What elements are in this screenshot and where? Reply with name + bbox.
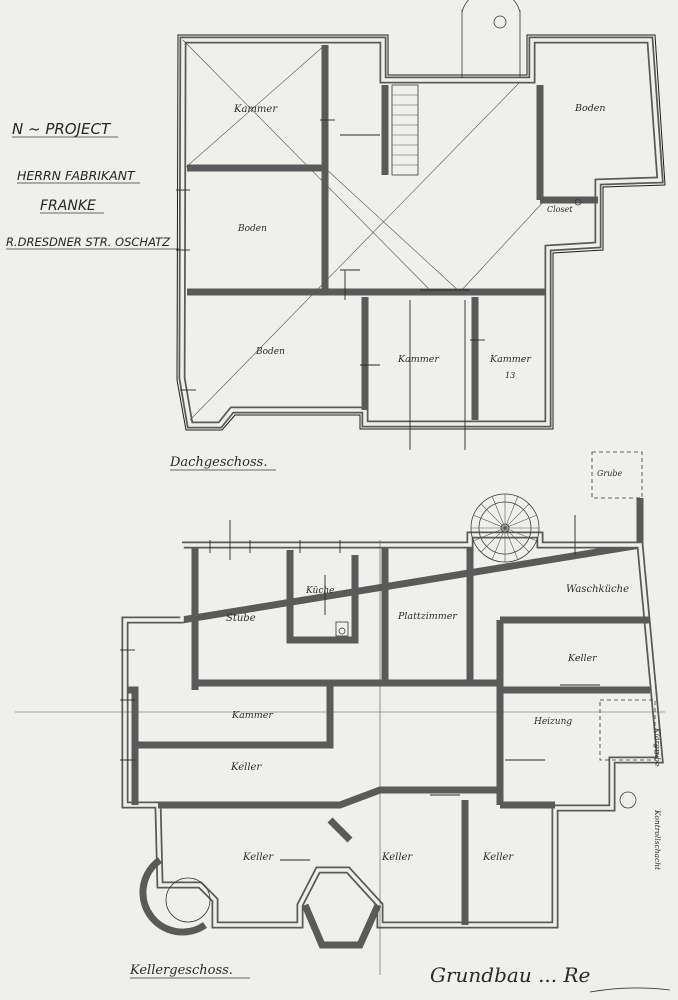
cellar-room-kuche: Küche <box>305 586 335 596</box>
title-client: HERRN FABRIKANT <box>17 168 136 183</box>
title-name: FRANKE <box>40 198 96 214</box>
cellar-room-grube: Grube <box>597 469 622 478</box>
attic-plan: Kammer Boden Boden Kammer Kammer 13 Bode… <box>169 0 666 471</box>
cellar-room-plattzimmer: Plattzimmer <box>397 611 458 622</box>
cellar-room-kontrollschacht: Kontrollschacht <box>653 809 662 871</box>
attic-room-number: 13 <box>505 371 515 380</box>
cellar-room-klargrube: Klärgrube <box>653 727 662 767</box>
cellar-room-kammer: Kammer <box>231 710 274 721</box>
cellar-room-keller-e: Keller <box>567 653 598 664</box>
cellar-room-keller-sw: Keller <box>242 852 274 863</box>
attic-room-boden-w: Boden <box>237 224 267 234</box>
cellar-room-heizung: Heizung <box>533 717 572 727</box>
attic-room-kammer-se: Kammer <box>489 354 532 365</box>
spiral-stair <box>470 493 540 563</box>
title-address: R.DRESDNER STR. OSCHATZ <box>6 235 171 249</box>
cellar-room-stube: Stube <box>226 613 256 624</box>
title-project: N ~ PROJECT <box>12 120 112 138</box>
attic-room-boden-sw: Boden <box>255 347 285 357</box>
cellar-room-keller-s2: Keller <box>482 852 514 863</box>
cellar-room-keller-s1: Keller <box>381 852 413 863</box>
attic-room-boden-e: Boden <box>574 103 606 114</box>
cellar-heading: Kellergeschoss. <box>129 963 233 978</box>
cellar-room-keller-w: Keller <box>230 762 262 773</box>
attic-room-kammer-s: Kammer <box>397 354 440 365</box>
cellar-plan: Stube Küche Plattzimmer Waschküche Kelle… <box>15 451 665 979</box>
attic-heading: Dachgeschoss. <box>169 455 267 470</box>
signature: Grundbau ... Re <box>430 963 590 987</box>
cellar-room-waschkuche: Waschküche <box>566 584 629 595</box>
attic-room-kammer-nw: Kammer <box>233 104 278 115</box>
attic-room-closet: Closet <box>547 205 573 214</box>
title-block: N ~ PROJECT HERRN FABRIKANT FRANKE R.DRE… <box>6 120 180 250</box>
